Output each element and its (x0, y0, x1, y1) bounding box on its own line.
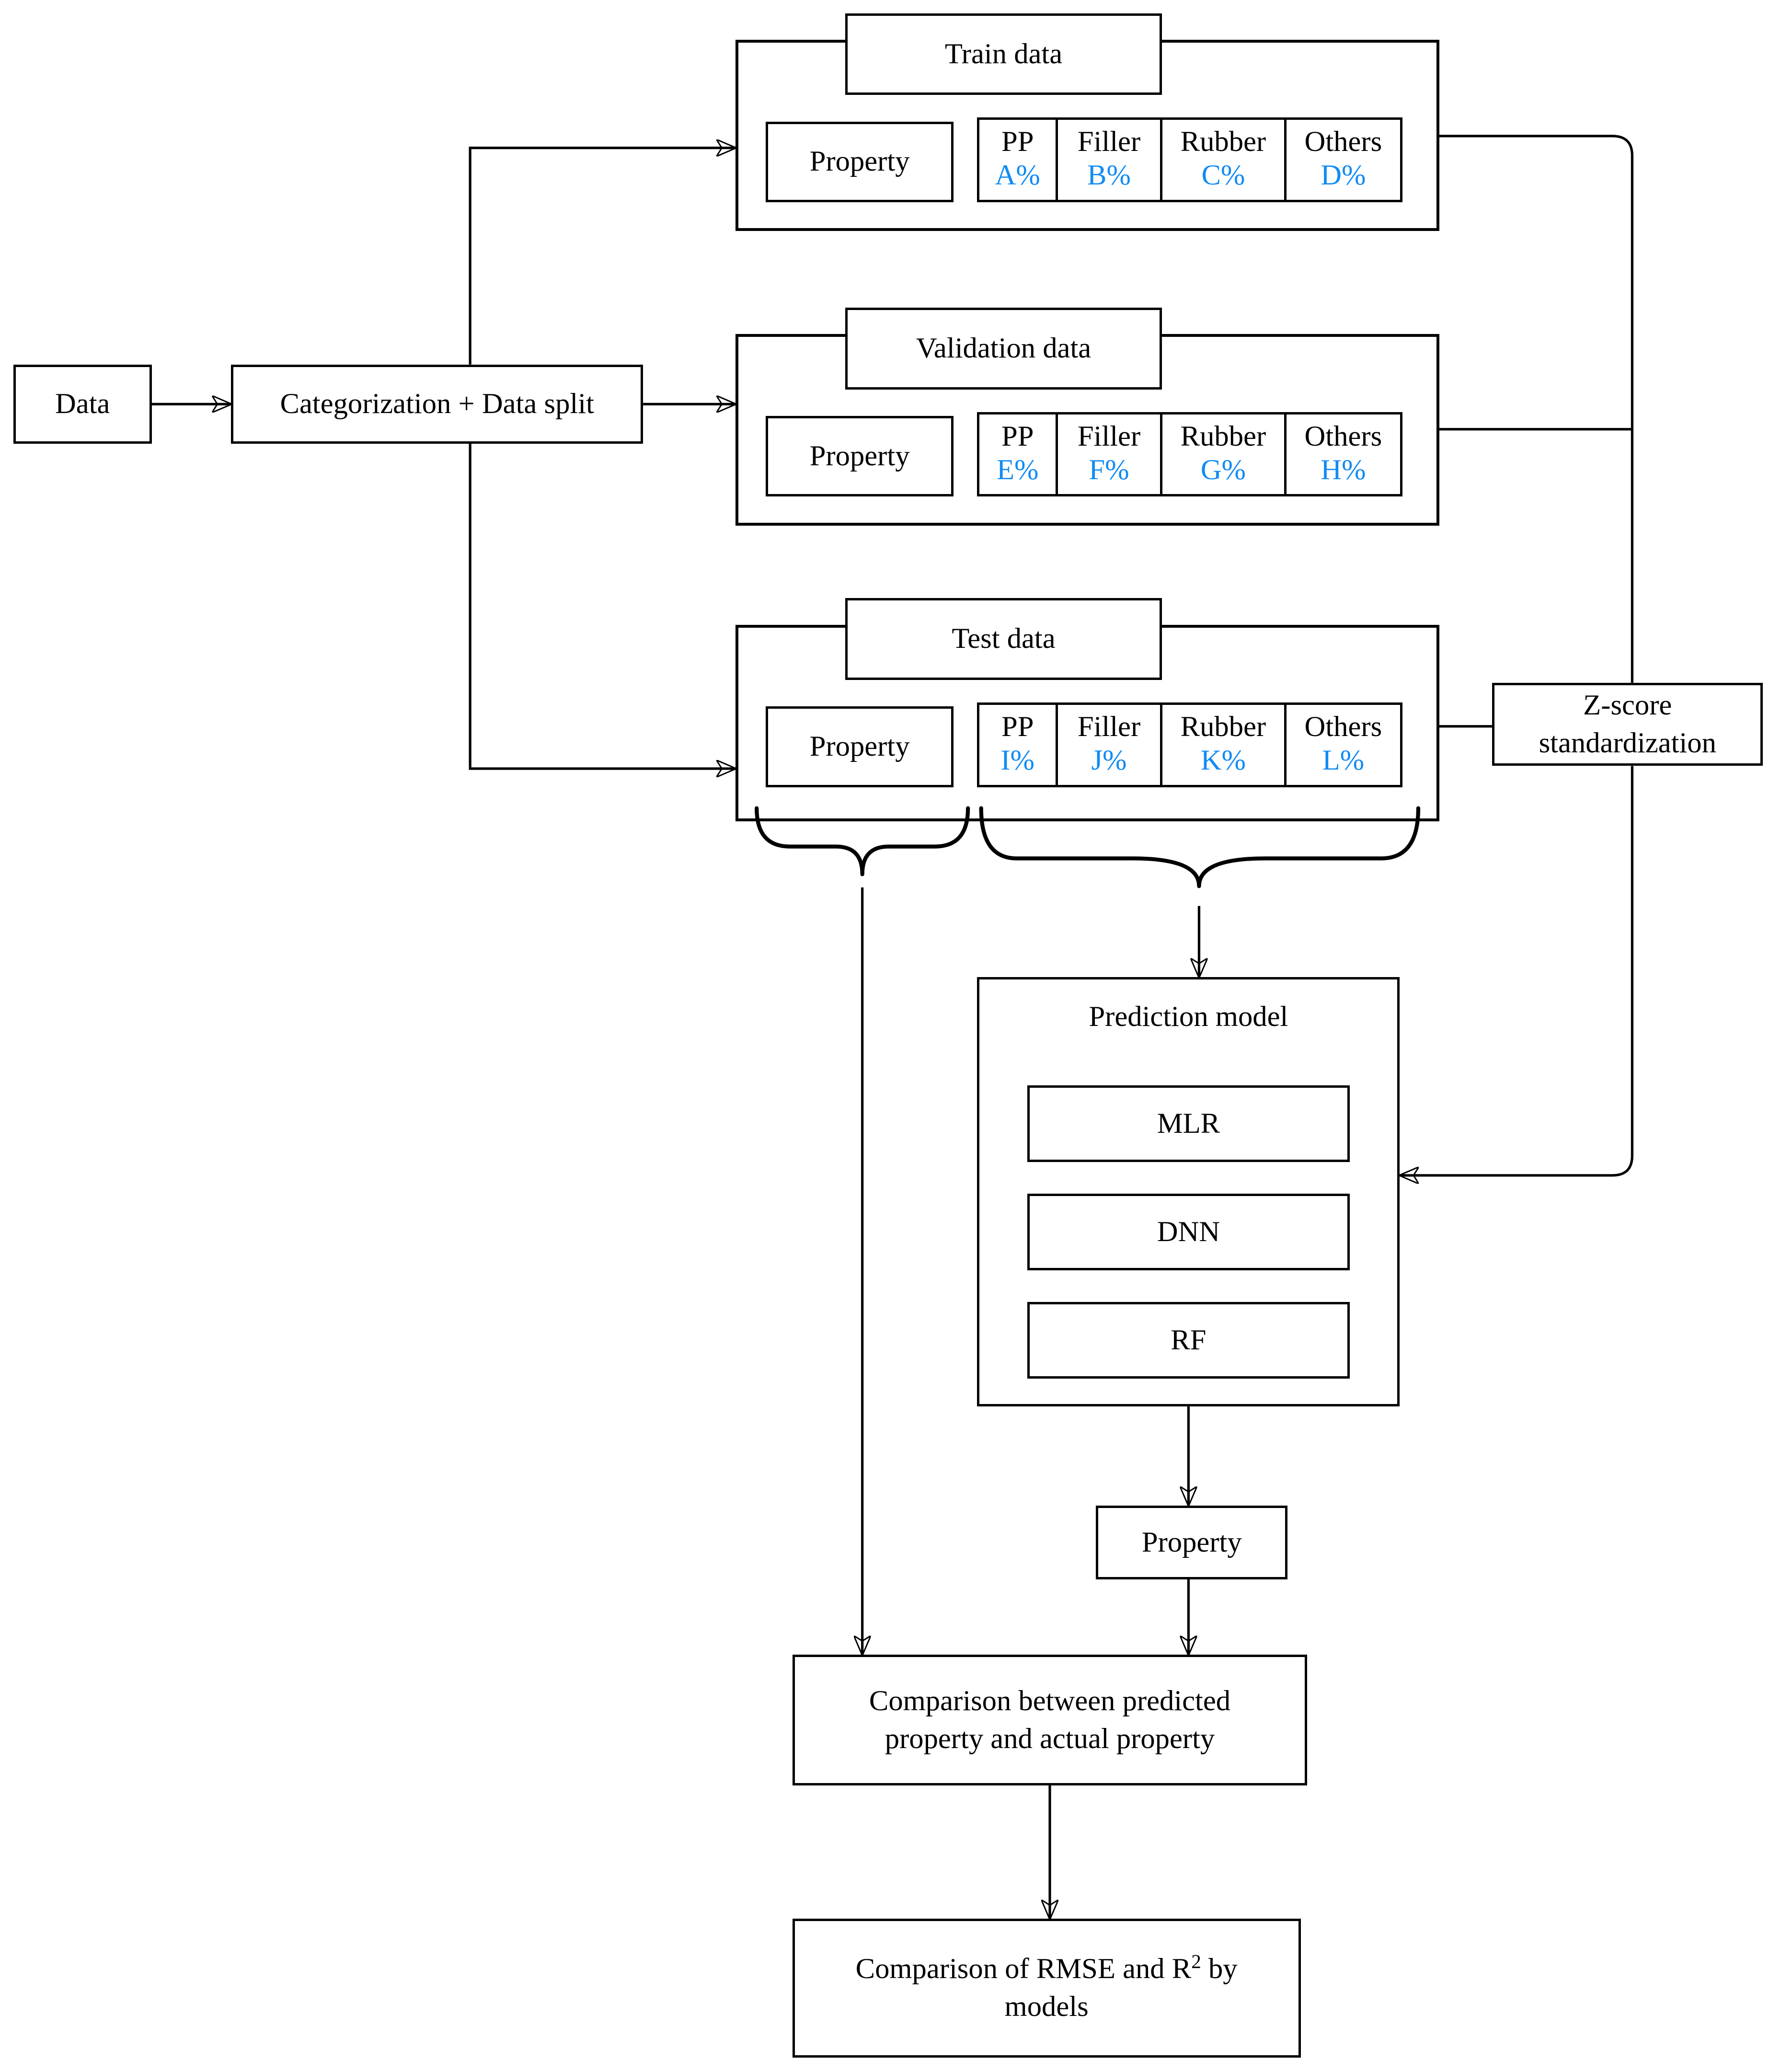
train-col-pp-label: PP (1001, 126, 1034, 158)
test-col-pp: PP I% (979, 705, 1058, 785)
validation-property-box: Property (766, 416, 954, 497)
validation-data-title: Validation data (916, 332, 1092, 365)
validation-data-title-box: Validation data (845, 308, 1162, 390)
validation-col-filler-value: F% (1089, 453, 1129, 486)
validation-col-filler: Filler F% (1058, 414, 1162, 495)
test-col-filler-value: J% (1091, 744, 1127, 777)
mlr-node-label: MLR (1157, 1107, 1220, 1140)
validation-col-pp-label: PP (1001, 420, 1034, 452)
zscore-label-line1: Z-score (1583, 689, 1672, 721)
dnn-node: DNN (1027, 1194, 1350, 1271)
test-col-others: Others L% (1287, 705, 1400, 784)
data-node: Data (13, 364, 152, 444)
prediction-model-title: Prediction model (1089, 1001, 1288, 1033)
connector-categorization-to-test (469, 444, 735, 769)
test-property-label: Property (809, 730, 910, 763)
test-col-rubber: Rubber K% (1162, 705, 1287, 785)
test-col-others-value: L% (1322, 744, 1365, 777)
train-col-others-value: D% (1321, 159, 1366, 192)
train-data-title-box: Train data (845, 13, 1162, 95)
test-col-others-label: Others (1304, 711, 1382, 743)
train-col-filler: Filler B% (1058, 120, 1162, 200)
validation-col-rubber-value: G% (1200, 453, 1246, 486)
categorization-node-label: Categorization + Data split (280, 387, 594, 420)
validation-col-rubber-label: Rubber (1180, 420, 1266, 452)
predicted-property-node: Property (1096, 1505, 1288, 1580)
zscore-label-line2: standardization (1539, 726, 1716, 759)
connector-train-to-zscore-line (1439, 135, 1634, 683)
final-comparison-superscript: 2 (1191, 1950, 1201, 1973)
rf-node-label: RF (1171, 1324, 1206, 1356)
validation-col-pp: PP E% (979, 414, 1058, 495)
train-col-rubber-value: C% (1201, 159, 1245, 192)
validation-col-rubber: Rubber G% (1162, 414, 1287, 495)
final-comparison-node: Comparison of RMSE and R2 by models (792, 1919, 1301, 2058)
test-col-filler: Filler J% (1058, 705, 1162, 785)
train-col-others: Others D% (1287, 120, 1400, 199)
train-col-pp-value: A% (995, 159, 1040, 192)
train-col-rubber: Rubber C% (1162, 120, 1287, 200)
test-property-box: Property (766, 706, 954, 787)
train-property-box: Property (766, 121, 954, 202)
test-col-pp-value: I% (1000, 744, 1035, 777)
data-node-label: Data (55, 387, 110, 420)
test-col-rubber-value: K% (1200, 744, 1246, 777)
validation-composition-table: PP E% Filler F% Rubber G% Others H% (977, 412, 1402, 497)
connector-categorization-to-train (469, 148, 735, 365)
train-data-title: Train data (944, 37, 1063, 70)
rf-node: RF (1027, 1302, 1350, 1379)
train-col-filler-label: Filler (1077, 126, 1141, 158)
final-comparison-label: Comparison of RMSE and R2 by models (829, 1950, 1264, 2026)
predicted-property-label: Property (1141, 1526, 1242, 1558)
train-col-pp: PP A% (979, 120, 1058, 200)
validation-col-others: Others H% (1287, 414, 1400, 494)
test-data-title-box: Test data (845, 598, 1162, 680)
mlr-node: MLR (1027, 1085, 1350, 1163)
train-col-others-label: Others (1304, 126, 1382, 158)
train-property-label: Property (809, 145, 910, 178)
validation-property-label: Property (809, 439, 910, 472)
train-composition-table: PP A% Filler B% Rubber C% Others D% (977, 117, 1402, 202)
train-col-rubber-label: Rubber (1180, 126, 1266, 158)
train-col-filler-value: B% (1087, 159, 1131, 192)
categorization-node: Categorization + Data split (231, 364, 643, 444)
test-data-title: Test data (952, 622, 1056, 655)
comparison-node: Comparison between predicted property an… (792, 1655, 1308, 1786)
test-col-filler-label: Filler (1077, 711, 1141, 743)
zscore-node: Z-score standardization (1492, 682, 1763, 766)
dnn-node-label: DNN (1157, 1215, 1220, 1248)
final-comparison-suffix: by models (1004, 1953, 1238, 2023)
validation-col-others-label: Others (1304, 420, 1382, 452)
validation-col-filler-label: Filler (1077, 420, 1141, 452)
validation-col-pp-value: E% (996, 453, 1039, 486)
connector-zscore-to-prediction (1400, 766, 1634, 1175)
final-comparison-prefix: Comparison of RMSE and R (855, 1953, 1192, 1985)
validation-col-others-value: H% (1321, 453, 1366, 486)
comparison-node-label: Comparison between predicted property an… (869, 1684, 1231, 1755)
test-col-pp-label: PP (1001, 711, 1034, 743)
test-col-rubber-label: Rubber (1180, 711, 1266, 743)
test-composition-table: PP I% Filler J% Rubber K% Others L% (977, 702, 1402, 787)
